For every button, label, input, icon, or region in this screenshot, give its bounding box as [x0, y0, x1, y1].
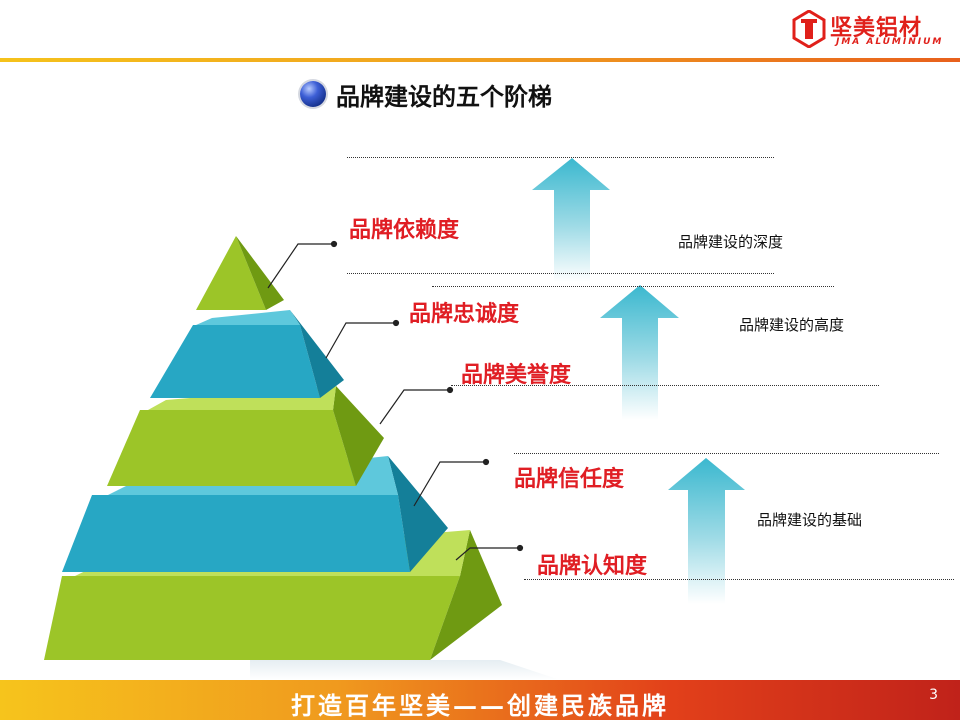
level-label-dependence: 品牌依赖度	[349, 218, 460, 243]
level-label-awareness: 品牌认知度	[537, 554, 648, 579]
slide-title-group: 品牌建设的五个阶梯	[300, 76, 552, 112]
pyramid-level-5-front	[44, 576, 460, 660]
guide-line	[432, 286, 834, 287]
pyramid-level-3-side	[333, 386, 384, 486]
stage-depth-text: 品牌建设的深度	[678, 233, 784, 251]
pyramid-level-5-side	[430, 530, 502, 660]
pyramid-level-4-front	[62, 495, 410, 572]
page-number: 3	[929, 687, 938, 703]
level-label-loyalty: 品牌忠诚度	[409, 302, 520, 327]
pyramid-level-4-side	[388, 456, 448, 572]
pyramid-shadow	[250, 660, 560, 680]
stage-height-text: 品牌建设的高度	[739, 316, 845, 334]
pyramid-level-1-front	[196, 236, 266, 310]
brand-logo-icon	[792, 10, 826, 48]
guide-line	[514, 453, 939, 454]
stage-foundation-text: 品牌建设的基础	[757, 511, 863, 529]
level-label-trust: 品牌信任度	[514, 467, 625, 492]
pyramid-level-3-front	[107, 410, 356, 486]
level-label-reputation: 品牌美誉度	[461, 363, 572, 388]
guide-line	[347, 157, 774, 158]
footer-bar	[0, 680, 960, 720]
guide-line	[451, 385, 879, 386]
up-arrow-icon	[668, 458, 745, 604]
brand-logo: 坚美铝材 JMA ALUMINIUM	[792, 8, 942, 52]
pyramid-level-2-front	[150, 325, 320, 398]
bullet-icon	[300, 81, 326, 107]
header-divider	[0, 58, 960, 62]
brand-name-en: JMA ALUMINIUM	[836, 37, 944, 47]
guide-line	[524, 579, 954, 580]
brand-name-cn: 坚美铝材	[830, 16, 923, 41]
pyramid-level-2-top	[196, 310, 300, 325]
slide-title: 品牌建设的五个阶梯	[336, 82, 552, 111]
guide-line	[347, 273, 774, 274]
footer-slogan: 打造百年坚美——创建民族品牌	[291, 691, 669, 720]
pyramid-level-1-side	[236, 236, 284, 310]
up-arrow-icon	[532, 158, 610, 282]
up-arrow-icon	[600, 285, 679, 420]
pyramid-level-2-side	[290, 310, 344, 398]
